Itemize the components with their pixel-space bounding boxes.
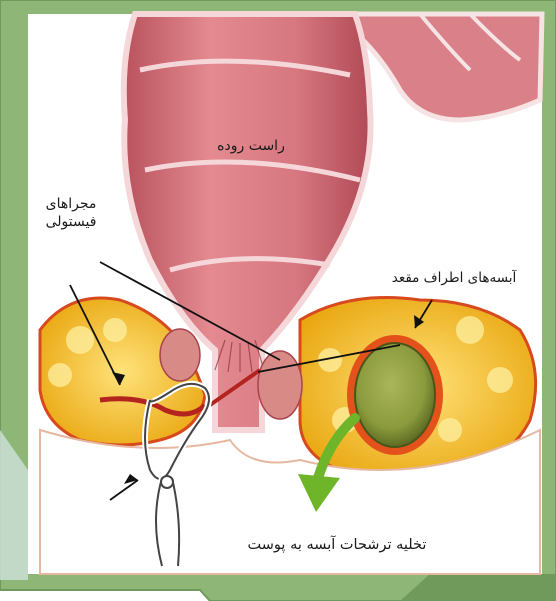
label-fistula-line1: مجراهای [26,196,116,214]
label-rectum: راست روده [196,138,306,156]
label-fistula-line2: فیستولی [26,214,116,232]
label-perianal-abscess: آبسه‌های اطراف مقعد [364,270,544,287]
label-drainage: تخلیه ترشحات آبسه به پوست [222,536,452,554]
label-fistula-tracts: مجراهای فیستولی [26,196,116,231]
